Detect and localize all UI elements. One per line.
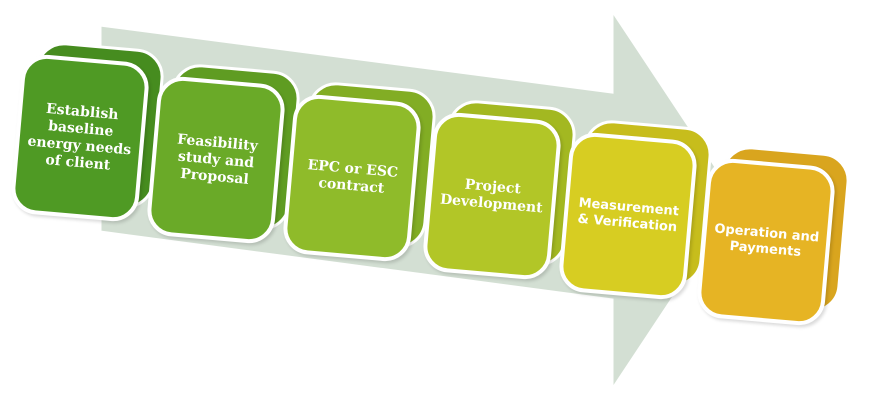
step-3-label: EPC or ESC contract bbox=[306, 157, 399, 197]
step-3: EPC or ESC contract bbox=[281, 79, 438, 264]
step-4: Project Development bbox=[421, 97, 578, 282]
step-6-box: Operation and Payments bbox=[695, 156, 837, 328]
step-4-label: Project Development bbox=[439, 176, 544, 217]
step-2: Feasibility study and Proposal bbox=[145, 61, 302, 246]
step-5-label: Measurement & Verification bbox=[576, 195, 680, 236]
step-4-box: Project Development bbox=[421, 110, 563, 282]
step-2-label: Feasibility study and Proposal bbox=[176, 131, 259, 188]
step-2-box: Feasibility study and Proposal bbox=[145, 74, 287, 246]
step-5: Measurement & Verification bbox=[557, 117, 714, 302]
step-3-box: EPC or ESC contract bbox=[281, 92, 423, 264]
step-1-box: Establish baseline energy needs of clien… bbox=[9, 52, 151, 224]
step-6-label: Operation and Payments bbox=[713, 221, 820, 261]
step-1-label: Establish baseline energy needs of clien… bbox=[26, 100, 132, 174]
step-6: Operation and Payments bbox=[695, 143, 852, 328]
step-1: Establish baseline energy needs of clien… bbox=[9, 39, 166, 224]
step-5-box: Measurement & Verification bbox=[557, 130, 699, 302]
